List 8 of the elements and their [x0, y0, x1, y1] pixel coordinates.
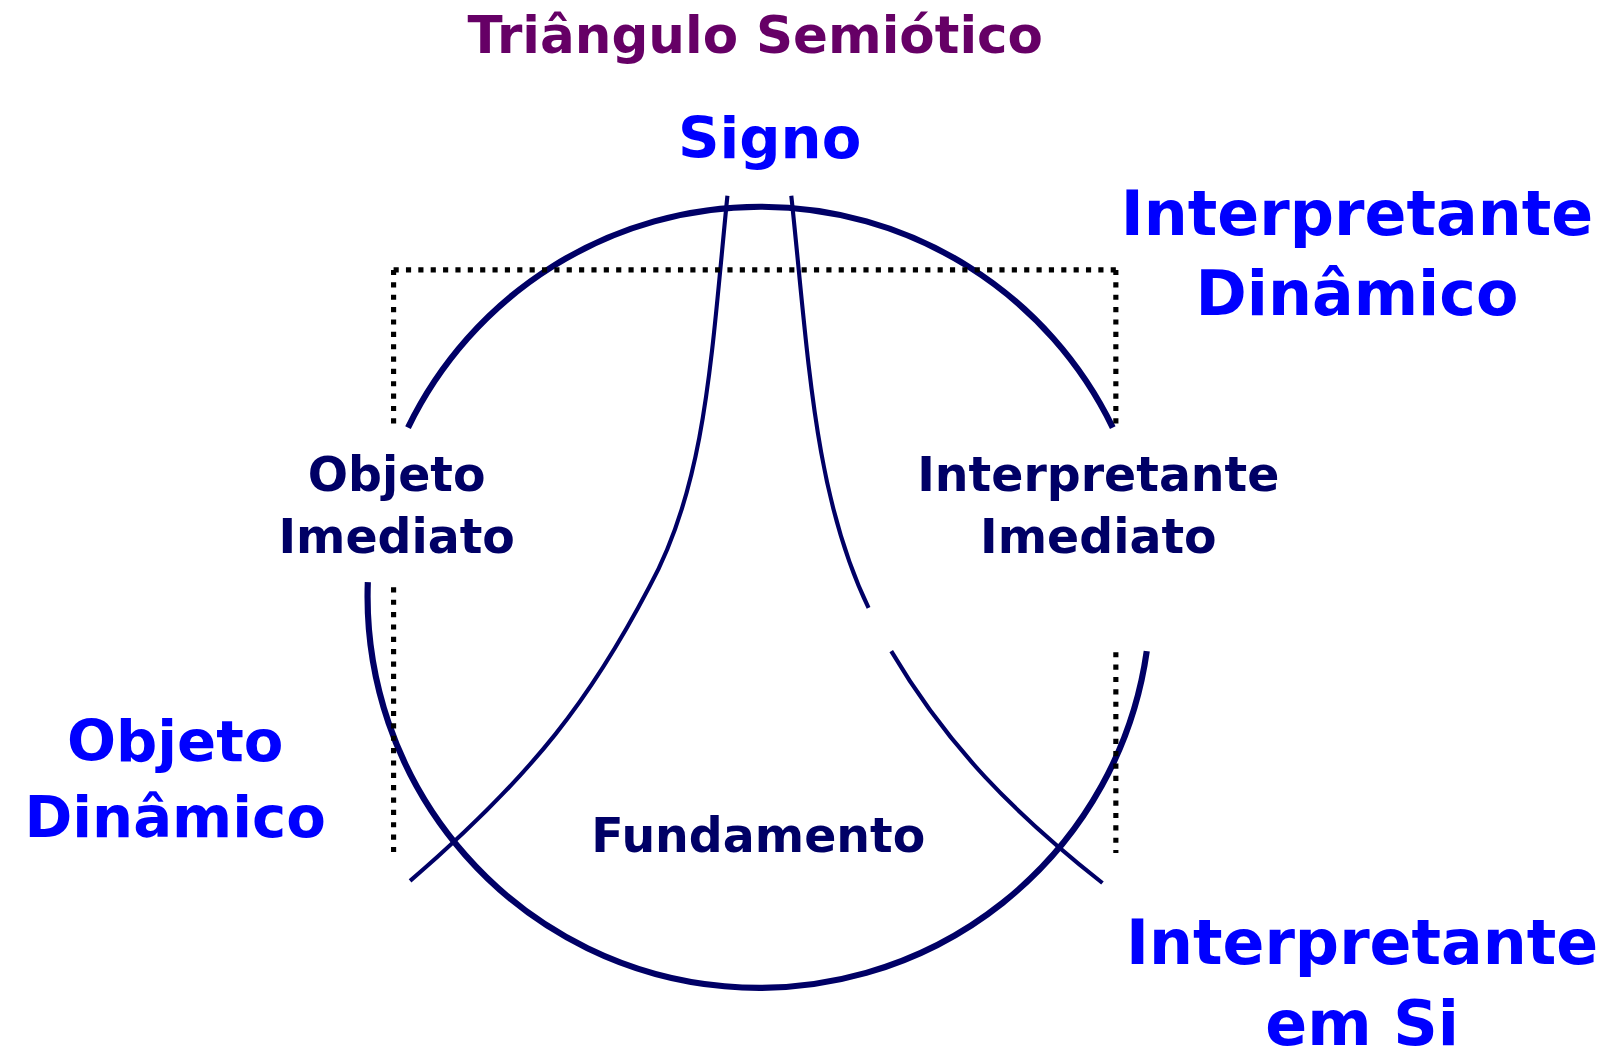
- concept-label: Objeto Imediato: [277, 446, 516, 567]
- concept-label: Objeto Dinâmico: [23, 706, 327, 852]
- concept-label: Fundamento: [590, 806, 927, 866]
- concept-label: Interpretante Dinâmico: [1119, 176, 1595, 332]
- concept-label: Interpretante Imediato: [916, 446, 1281, 567]
- diagram-title: Triângulo Semiótico: [466, 4, 1044, 67]
- concept-label: Signo: [676, 103, 863, 174]
- concept-label: Interpretante em Si: [1124, 905, 1600, 1053]
